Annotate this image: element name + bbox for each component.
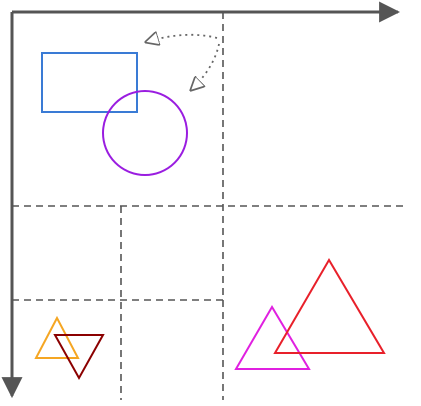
rectangle — [41, 52, 138, 113]
triangle-up-small — [34, 315, 80, 359]
circle — [102, 90, 188, 176]
triangle-down-small — [53, 334, 105, 381]
dotted-arrow-left — [146, 35, 218, 42]
triangle-red-large — [273, 258, 386, 354]
dotted-arrow-down — [191, 43, 220, 90]
triangle-magenta — [234, 305, 311, 370]
